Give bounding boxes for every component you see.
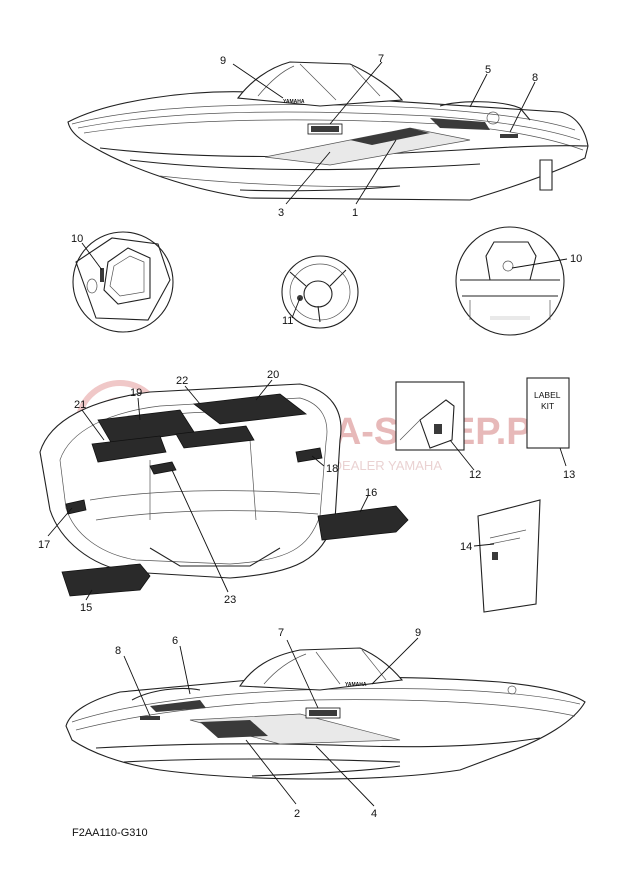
mat-20 xyxy=(192,393,308,425)
callout-14: 14 xyxy=(460,541,472,553)
callout-21: 21 xyxy=(74,399,86,411)
mat-22 xyxy=(175,425,255,449)
part-14-panel xyxy=(473,499,541,613)
callout-6-bottom: 6 xyxy=(172,635,178,647)
mat-23 xyxy=(149,461,177,475)
callout-9-top: 9 xyxy=(220,55,226,67)
callout-12: 12 xyxy=(469,469,481,481)
callout-7-top: 7 xyxy=(378,53,384,65)
callout-7-bottom: 7 xyxy=(278,627,284,639)
mat-21 xyxy=(91,435,167,463)
callout-5-top: 5 xyxy=(485,64,491,76)
part-12-bracket xyxy=(395,381,475,471)
label-kit-line2: KIT xyxy=(541,401,554,411)
callout-17: 17 xyxy=(38,539,50,551)
mat-16 xyxy=(317,505,409,541)
callout-20: 20 xyxy=(267,369,279,381)
detail-right-circle xyxy=(455,226,568,336)
callout-19: 19 xyxy=(130,387,142,399)
mat-17 xyxy=(65,499,87,515)
detail-left-circle xyxy=(72,231,174,333)
callout-23: 23 xyxy=(224,594,236,606)
part-13-label-kit: LABEL KIT xyxy=(526,377,570,467)
callout-4-bottom: 4 xyxy=(371,808,377,820)
callout-10-left: 10 xyxy=(71,233,83,245)
callout-1-top: 1 xyxy=(352,207,358,219)
label-kit-line1: LABEL xyxy=(534,390,561,400)
callout-8-top: 8 xyxy=(532,72,538,84)
callout-22: 22 xyxy=(176,375,188,387)
callout-8-bottom: 8 xyxy=(115,645,121,657)
yamaha-decal-text: YAMAHA xyxy=(283,99,305,105)
top-boat-illustration: YAMAHA xyxy=(67,61,589,205)
callout-9-bottom: 9 xyxy=(415,627,421,639)
callout-15: 15 xyxy=(80,602,92,614)
bottom-boat-illustration: YAMAHA xyxy=(65,637,586,807)
callout-3-top: 3 xyxy=(278,207,284,219)
yamaha-decal-text-bottom: YAMAHA xyxy=(345,682,367,688)
callout-10-right: 10 xyxy=(570,253,582,265)
diagram-code: F2AA110-G310 xyxy=(72,827,148,839)
deck-illustration xyxy=(39,379,409,601)
detail-wheel xyxy=(281,255,359,329)
mat-15 xyxy=(61,563,151,597)
callout-13: 13 xyxy=(563,469,575,481)
callout-2-bottom: 2 xyxy=(294,808,300,820)
callout-11: 11 xyxy=(282,315,293,327)
callout-18: 18 xyxy=(326,463,338,475)
callout-16: 16 xyxy=(365,487,377,499)
